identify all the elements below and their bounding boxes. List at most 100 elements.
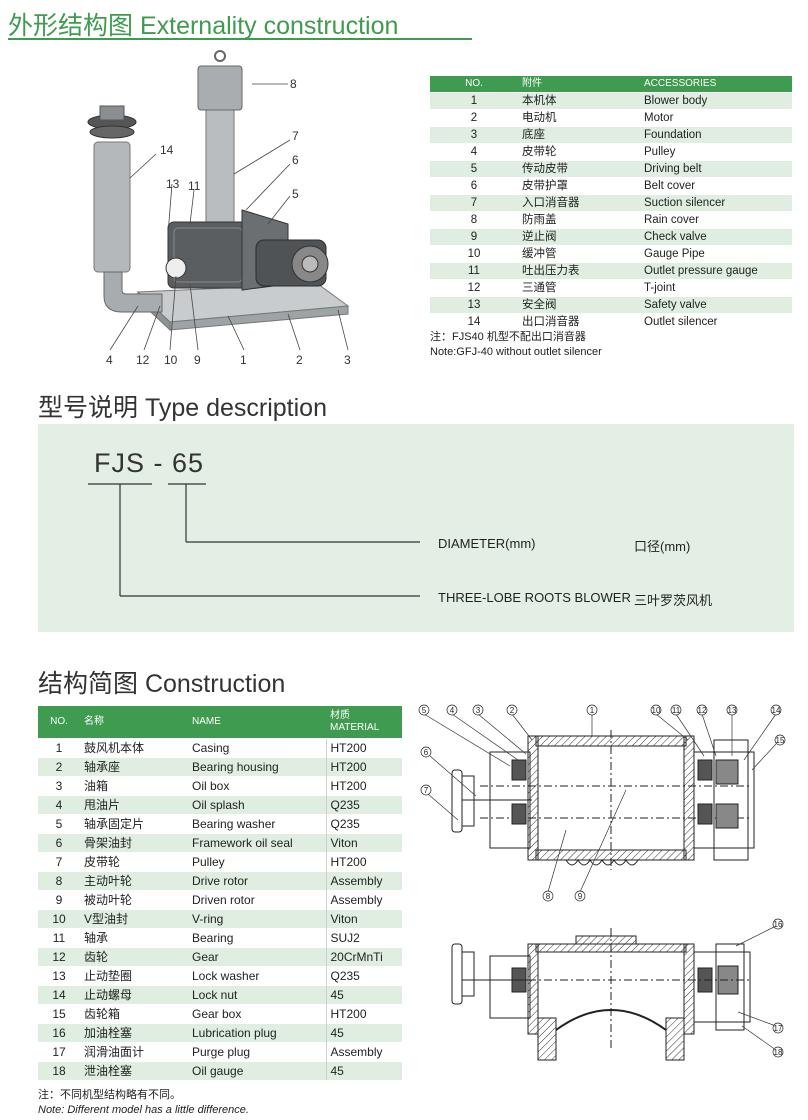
row-cn: 入口消音器 <box>518 194 640 212</box>
model-code: FJS - 65 <box>94 448 205 478</box>
callout-6: 6 <box>292 153 299 167</box>
row-no: 11 <box>38 927 80 947</box>
header-no: NO. <box>430 76 518 93</box>
type-description-box <box>38 424 794 632</box>
row-cn: 止动螺母 <box>80 984 188 1004</box>
row-en: Check valve <box>640 228 792 246</box>
section-title-type: 型号说明 Type description <box>38 394 327 422</box>
drawing-callout-14: 14 <box>772 706 781 715</box>
header-cn: 名称 <box>80 706 188 738</box>
drawing-callout-4: 4 <box>450 706 455 715</box>
table-header-row: NO. 名称 NAME 材质 MATERIAL <box>38 706 402 738</box>
row-no: 5 <box>38 813 80 833</box>
construction-note-cn: 注：不同机型结构略有不同。 <box>38 1089 181 1101</box>
header-no: NO. <box>38 706 80 738</box>
row-no: 12 <box>38 946 80 966</box>
row-material: Assembly <box>325 889 402 909</box>
row-cn: V型油封 <box>80 908 188 928</box>
row-en: Gear <box>188 946 326 966</box>
row-cn: 主动叶轮 <box>80 870 188 890</box>
row-cn: 轴承座 <box>80 756 188 776</box>
row-en: Driving belt <box>640 160 792 178</box>
row-cn: 缓冲管 <box>518 245 640 263</box>
row-cn: 安全阀 <box>518 296 640 314</box>
row-no: 6 <box>38 832 80 852</box>
section-title-externality: 外形结构图 Externality construction <box>8 12 399 40</box>
drawing-callout-12: 12 <box>698 706 707 715</box>
construction-note: 注：不同机型结构略有不同。 Note: Different model has … <box>38 1088 249 1118</box>
callout-1: 1 <box>240 353 247 367</box>
row-material: 45 <box>325 984 402 1004</box>
row-cn: 传动皮带 <box>518 160 640 178</box>
callout-9: 9 <box>194 353 201 367</box>
row-en: Framework oil seal <box>188 832 326 852</box>
row-cn: 底座 <box>518 126 640 144</box>
callout-4: 4 <box>106 353 113 367</box>
row-en: Oil box <box>188 775 326 795</box>
row-en: Safety valve <box>640 296 792 314</box>
drawing-callout-3: 3 <box>476 706 481 715</box>
drawing-callout-9: 9 <box>578 892 583 901</box>
drawing-callout-7: 7 <box>424 786 429 795</box>
callout-11: 11 <box>188 179 201 193</box>
row-no: 12 <box>430 279 518 297</box>
row-cn: 皮带轮 <box>80 851 188 871</box>
blower-illustration: 8 7 6 5 14 13 11 4 12 10 9 1 2 3 <box>87 50 351 367</box>
row-en: Suction silencer <box>640 194 792 212</box>
row-material: HT200 <box>325 775 402 795</box>
row-cn: 逆止阀 <box>518 228 640 246</box>
row-en: Casing <box>188 737 326 757</box>
row-cn: 皮带护罩 <box>518 177 640 195</box>
row-cn: 油箱 <box>80 775 188 795</box>
row-material: Viton <box>325 832 402 852</box>
row-material: Assembly <box>325 1041 402 1061</box>
row-no: 10 <box>430 245 518 263</box>
header-material-en: MATERIAL <box>330 721 380 733</box>
drawing-callout-13: 13 <box>728 706 737 715</box>
row-material: 45 <box>325 1060 402 1080</box>
callout-3: 3 <box>344 353 351 367</box>
row-cn: 三通管 <box>518 279 640 297</box>
row-en: V-ring <box>188 908 326 928</box>
table-header-row: NO. 附件 ACCESSORIES <box>430 76 792 93</box>
accessories-note-cn: 注：FJS40 机型不配出口消音器 <box>430 331 586 343</box>
row-en: T-joint <box>640 279 792 297</box>
row-material: HT200 <box>325 737 402 757</box>
row-en: Lock nut <box>188 984 326 1004</box>
header-en: ACCESSORIES <box>640 76 792 93</box>
row-cn: 防雨盖 <box>518 211 640 229</box>
row-no: 2 <box>38 756 80 776</box>
row-no: 16 <box>38 1022 80 1042</box>
row-no: 11 <box>430 262 518 280</box>
row-no: 3 <box>38 775 80 795</box>
construction-drawing: 5 4 3 2 1 10 11 12 13 14 6 15 7 8 9 16 1… <box>418 704 786 1061</box>
row-material: HT200 <box>325 1003 402 1023</box>
blower-label-cn: 三叶罗茨风机 <box>634 593 713 608</box>
drawing-callout-6: 6 <box>424 748 429 757</box>
row-cn: 轴承 <box>80 927 188 947</box>
row-no: 8 <box>430 211 518 229</box>
header-material-cn: 材质 <box>330 709 350 721</box>
row-en: Drive rotor <box>188 870 326 890</box>
row-cn: 吐出压力表 <box>518 262 640 280</box>
row-no: 5 <box>430 160 518 178</box>
callout-13: 13 <box>166 177 180 191</box>
row-no: 1 <box>38 737 80 757</box>
row-material: 20CrMnTi <box>325 946 402 966</box>
row-material: Assembly <box>325 870 402 890</box>
